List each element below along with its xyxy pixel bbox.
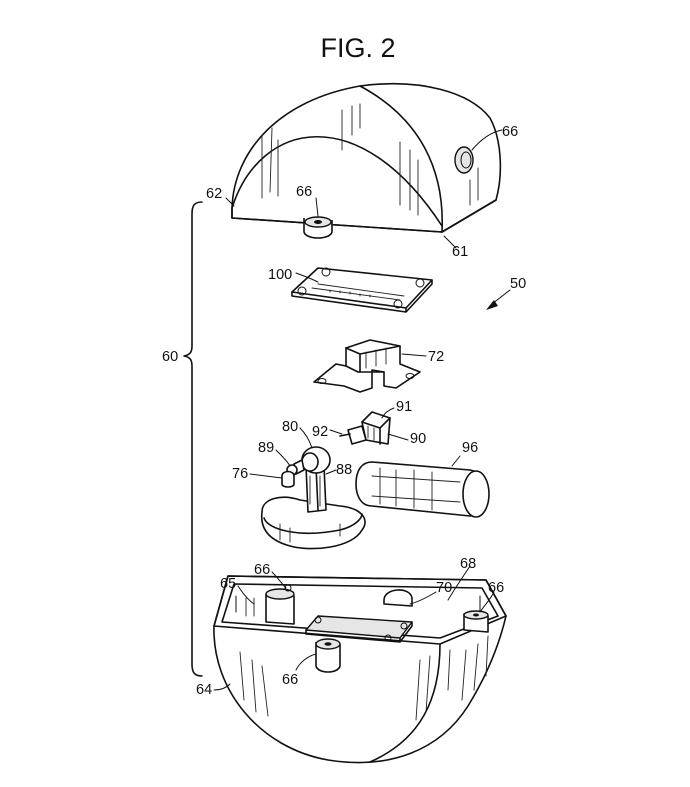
ref-100-circuit-board: 100 <box>268 267 292 283</box>
ref-68-saddle: 68 <box>460 556 476 572</box>
ref-50-device: 50 <box>510 276 526 292</box>
reference-numerals: 66 62 66 61 100 50 60 72 91 80 92 90 89 … <box>162 124 526 698</box>
arm-assembly <box>260 446 366 550</box>
battery <box>355 461 490 518</box>
ref-66-right-post: 66 <box>488 580 504 596</box>
ref-72-bracket: 72 <box>428 349 444 365</box>
figure-title: FIG. 2 <box>320 33 395 63</box>
ref-66-bottom-boss: 66 <box>282 672 298 688</box>
top-housing <box>231 83 502 239</box>
motor <box>339 411 391 445</box>
ref-64-bottom-housing: 64 <box>196 682 212 698</box>
ref-76-knob: 76 <box>232 466 248 482</box>
ref-92-shaft: 92 <box>312 424 328 440</box>
leader-lines <box>213 129 511 691</box>
ref-80-pivot: 80 <box>282 419 298 435</box>
ref-96-battery: 96 <box>462 440 478 456</box>
bracket <box>313 339 421 393</box>
ref-70-plate: 70 <box>436 580 452 596</box>
ref-66-side-hole: 66 <box>502 124 518 140</box>
ref-65-bottom-wall: 65 <box>220 576 236 592</box>
ref-89-pin: 89 <box>258 440 274 456</box>
ref-66-top-boss: 66 <box>296 184 312 200</box>
ref-90-motor: 90 <box>410 431 426 447</box>
ref-62-top-housing: 62 <box>206 186 222 202</box>
assembly-brace <box>183 201 203 677</box>
bottom-housing <box>213 575 507 764</box>
ref-88-arm: 88 <box>336 462 352 478</box>
circuit-board <box>291 267 433 313</box>
ref-91-gear: 91 <box>396 399 412 415</box>
ref-60-assembly: 60 <box>162 349 178 365</box>
ref-66-rear-post: 66 <box>254 562 270 578</box>
ref-61-top-edge: 61 <box>452 244 468 260</box>
